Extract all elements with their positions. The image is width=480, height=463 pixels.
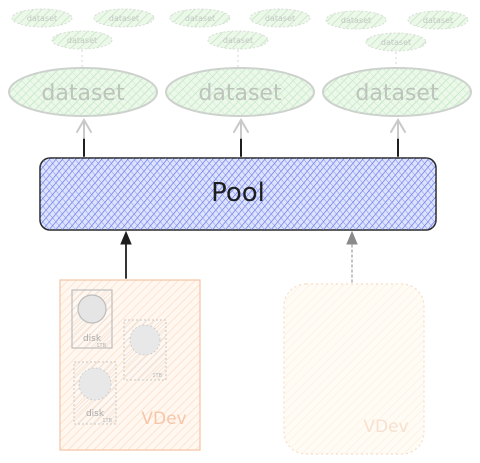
disk-size: 1TB: [102, 418, 112, 424]
small-dataset-ellipse[interactable]: [365, 32, 427, 52]
vdev-label: VDev: [363, 417, 408, 437]
dataset-label: dataset: [41, 81, 125, 106]
small-dataset-ellipse[interactable]: [11, 8, 73, 28]
disk-node[interactable]: disk 1TB: [71, 289, 113, 349]
small-dataset-label: dataset: [109, 14, 139, 23]
small-dataset-ellipse[interactable]: [207, 30, 269, 50]
dataset-node-3[interactable]: dataset: [322, 67, 472, 117]
disk-node[interactable]: disk 1TB: [73, 361, 117, 425]
small-dataset-label: dataset: [67, 36, 97, 45]
small-dataset-label: dataset: [423, 16, 453, 25]
small-dataset-label: dataset: [381, 38, 411, 47]
arrow-up-icon: [233, 118, 249, 157]
disk-platter-icon: [78, 367, 112, 401]
small-dataset-label: dataset: [341, 16, 371, 25]
vdev-node-1[interactable]: VDev disk 1TB 1TB disk 1TB: [59, 279, 201, 451]
disk-size: 1TB: [96, 343, 106, 349]
dataset-label: dataset: [355, 81, 439, 106]
disk-node[interactable]: 1TB: [123, 319, 167, 381]
disk-size: 1TB: [152, 373, 162, 379]
small-dataset-group-3: dataset dataset dataset: [325, 10, 469, 52]
small-dataset-ellipse[interactable]: [407, 10, 469, 30]
dataset-node-1[interactable]: dataset: [8, 67, 158, 117]
disk-label: disk: [86, 409, 105, 419]
small-dataset-label: dataset: [185, 14, 215, 23]
dataset-label: dataset: [198, 81, 282, 106]
vdev-node-2[interactable]: VDev: [283, 283, 425, 455]
small-dataset-ellipse[interactable]: [169, 8, 231, 28]
small-dataset-ellipse[interactable]: [93, 8, 155, 28]
small-dataset-ellipse[interactable]: [51, 30, 113, 50]
dataset-node-2[interactable]: dataset: [165, 67, 315, 117]
small-dataset-ellipse[interactable]: [325, 10, 387, 30]
arrow-up-icon: [76, 118, 92, 157]
arrow-up-icon: [346, 230, 358, 283]
disk-platter-icon: [77, 294, 107, 324]
pool-node[interactable]: Pool: [39, 157, 437, 231]
small-dataset-ellipse[interactable]: [249, 8, 311, 28]
vdev-label: VDev: [141, 409, 186, 429]
small-dataset-group-2: dataset dataset dataset: [169, 8, 311, 50]
disk-platter-icon: [129, 324, 161, 356]
arrow-up-icon: [120, 230, 132, 279]
disk-label: disk: [83, 334, 102, 344]
small-dataset-label: dataset: [223, 36, 253, 45]
small-dataset-label: dataset: [27, 14, 57, 23]
small-dataset-label: dataset: [265, 14, 295, 23]
small-to-large-connectors: [81, 50, 397, 68]
arrow-up-icon: [390, 118, 406, 157]
vdev-to-pool-arrows: [120, 230, 358, 283]
pool-to-dataset-arrows: [76, 118, 406, 157]
pool-label: Pool: [211, 178, 265, 208]
small-dataset-group-1: dataset dataset dataset: [11, 8, 155, 50]
